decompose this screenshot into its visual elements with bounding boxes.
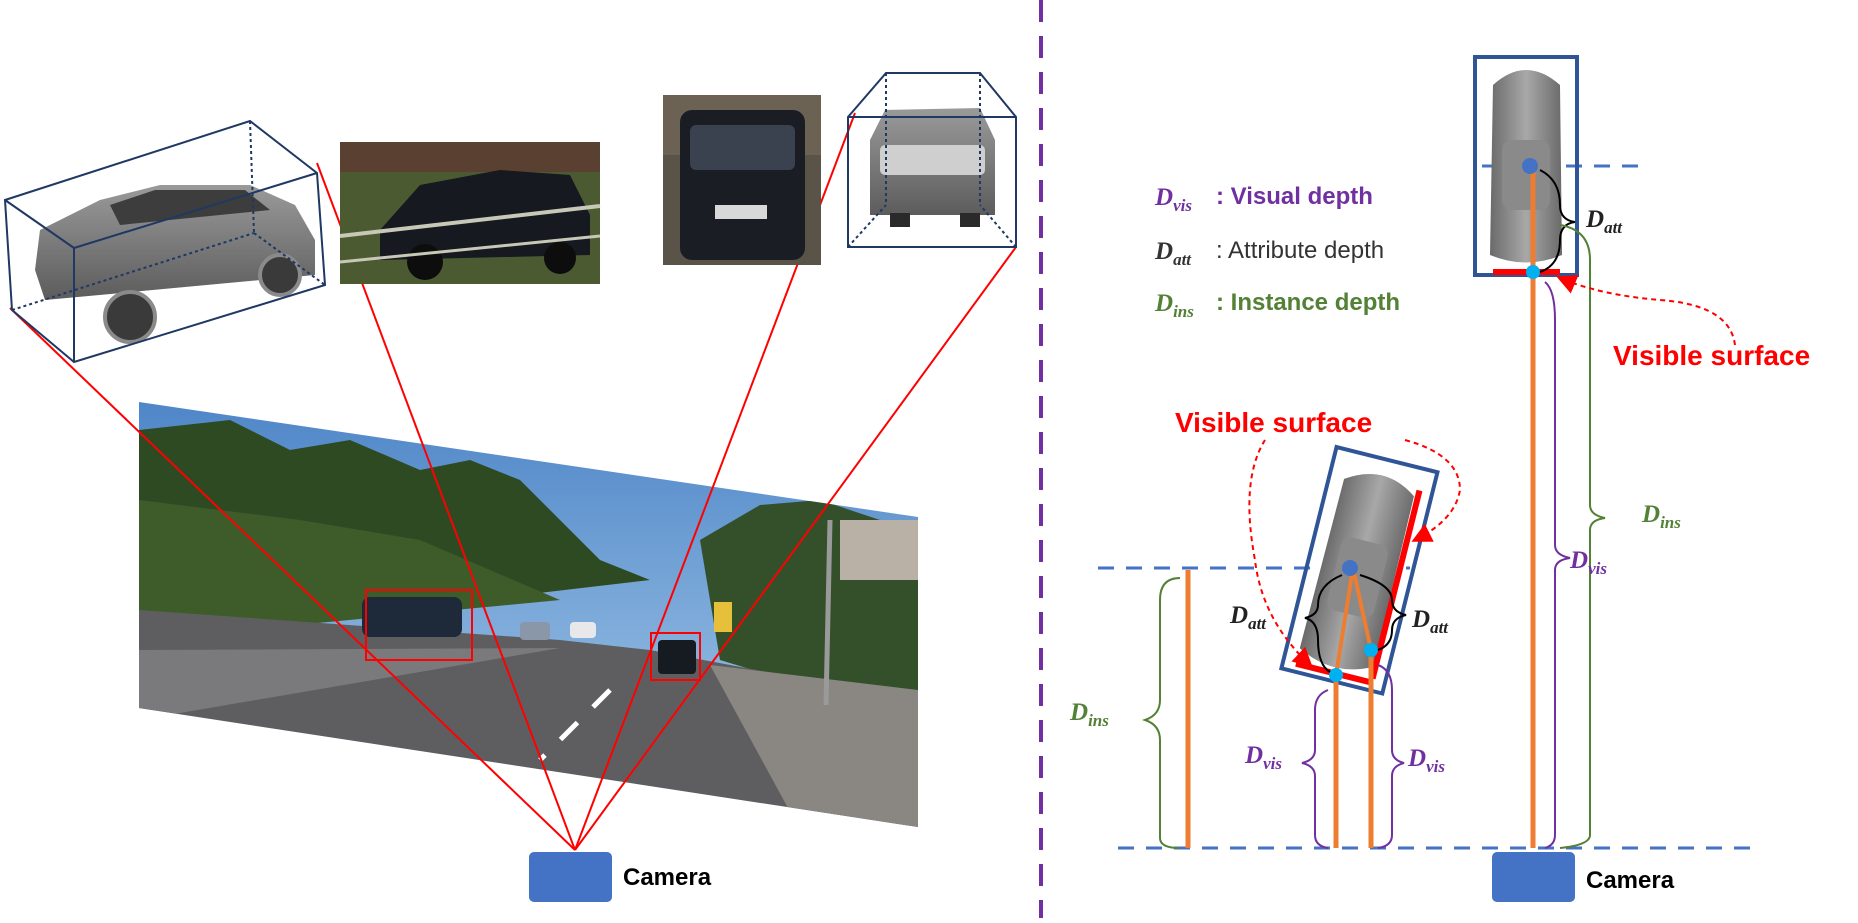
near-car-surface-point-2 [1364, 643, 1378, 657]
far-car-att-label: Datt [1585, 206, 1623, 237]
car-3d-model-rear [847, 72, 1017, 248]
near-car-ins-label: Dins [1069, 699, 1109, 730]
right-panel: Dvis : Visual depth Datt : Attribute dep… [1069, 55, 1810, 902]
car-3d-model-side [3, 119, 327, 364]
legend-vis-symbol: Dvis [1154, 184, 1192, 215]
car-crop-photo-side [339, 142, 601, 284]
far-car-visible-surface-label: Visible surface [1613, 340, 1810, 371]
near-car-surface-point-1 [1329, 668, 1343, 682]
near-car-visible-surface-label: Visible surface [1175, 407, 1372, 438]
camera-label-right: Camera [1586, 867, 1675, 894]
far-car-center-point [1522, 158, 1538, 174]
near-car-braces [1141, 574, 1407, 849]
camera-icon-left [529, 852, 612, 902]
camera-icon-right [1492, 852, 1575, 902]
near-car-surface-arrow-left [1248, 439, 1313, 668]
near-car-box [1278, 444, 1440, 696]
far-car-surface-arrow [1556, 275, 1736, 346]
far-car-ins-label: Dins [1641, 501, 1681, 532]
near-car [1278, 444, 1440, 696]
legend-att-symbol: Datt [1154, 238, 1192, 269]
legend: Dvis : Visual depth Datt : Attribute dep… [1154, 183, 1400, 321]
near-car-visible-surface-side [1369, 489, 1423, 680]
near-car-surface-arrow-right [1404, 439, 1462, 542]
legend-ins-symbol: Dins [1154, 290, 1194, 321]
legend-ins-text: : Instance depth [1216, 289, 1400, 316]
far-car-vis-label: Dvis [1569, 547, 1607, 578]
near-car-att-label-left: Datt [1229, 602, 1267, 633]
road-scene-photo [139, 402, 918, 827]
near-car-att-label-right: Datt [1411, 606, 1449, 637]
camera-label-left: Camera [623, 864, 712, 891]
near-car-vis-label-left: Dvis [1244, 742, 1282, 773]
legend-vis-text: : Visual depth [1216, 183, 1373, 210]
far-car [1473, 55, 1579, 848]
left-panel: Camera [3, 72, 1017, 902]
far-car-braces [1539, 169, 1606, 849]
car-crop-photo-rear [663, 95, 821, 265]
near-car-center-point [1342, 560, 1358, 576]
far-car-surface-point [1526, 265, 1540, 279]
near-car-vis-label-right: Dvis [1407, 745, 1445, 776]
legend-att-text: : Attribute depth [1216, 237, 1384, 264]
